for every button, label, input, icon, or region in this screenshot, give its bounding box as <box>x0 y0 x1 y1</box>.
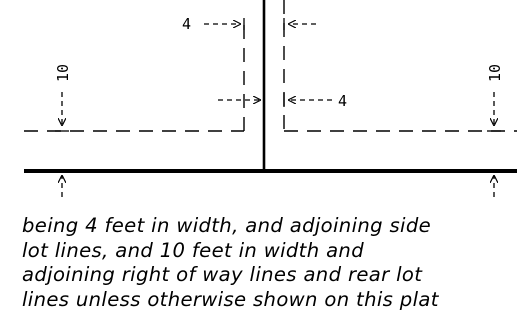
note-line-3: adjoining right of way lines and rear lo… <box>22 263 423 286</box>
right-easement-boundary <box>283 0 517 132</box>
bottom-side-dimension <box>218 93 332 107</box>
right-setback-dimension <box>487 92 501 197</box>
top-side-dimension <box>204 18 316 30</box>
top-side-dimension-label: 4 <box>182 15 191 33</box>
note-line-1: being 4 feet in width, and adjoining sid… <box>22 214 432 237</box>
left-setback-dimension-label: 10 <box>54 64 72 82</box>
right-setback-dimension-label: 10 <box>486 64 504 82</box>
easement-note: being 4 feet in width, and adjoining sid… <box>22 214 517 312</box>
note-line-2: lot lines, and 10 feet in width and <box>22 238 364 262</box>
bottom-side-dimension-label: 4 <box>338 92 347 110</box>
left-setback-dimension <box>55 92 69 197</box>
note-line-4: lines unless otherwise shown on this pla… <box>22 287 439 311</box>
